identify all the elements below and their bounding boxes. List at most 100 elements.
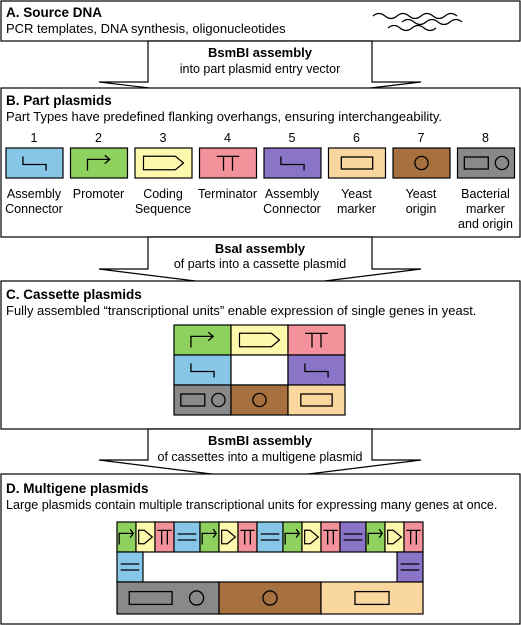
part-label-line: Terminator (198, 187, 257, 201)
coding-sequence-arrow-icon (142, 155, 185, 171)
part-5-block-tile (263, 147, 322, 179)
section-d-multigene-plasmids: D. Multigene plasmids Large plasmids con… (0, 473, 521, 625)
multigene-promoter-9 (282, 521, 303, 553)
multigene-yeast-origin-tile (218, 581, 322, 615)
multigene-connector-12 (339, 521, 367, 553)
part-3-block (134, 147, 193, 179)
origin-circle-icon (494, 155, 510, 171)
origin-circle-icon (414, 155, 429, 171)
multigene-promoter-1-tile (116, 521, 137, 553)
multigene-terminator-15-tile (403, 521, 424, 553)
connector-icon (343, 533, 363, 541)
coding-sequence-arrow-icon (304, 529, 320, 545)
part-label-line: marker (466, 202, 505, 216)
multigene-connector-4-tile (173, 521, 201, 553)
multigene-bacterial-marker-origin-tile (116, 581, 220, 615)
cassette-connector-1-tile (173, 354, 232, 386)
promoter-arrow-icon (118, 532, 133, 545)
multigene-promoter-9-tile (282, 521, 303, 553)
cassette-yeast-marker-tile (287, 384, 346, 416)
part-label-line: and origin (458, 217, 513, 231)
multigene-terminator-7 (237, 521, 258, 553)
cassette-connector-1 (173, 354, 232, 386)
connector-icon (22, 156, 47, 171)
part-5-block (263, 147, 322, 179)
part-label-line: Coding (143, 187, 183, 201)
origin-circle-icon (211, 392, 226, 408)
arrow-3-title: BsmBI assembly (208, 433, 313, 448)
section-a-subtitle: PCR templates, DNA synthesis, oligonucle… (6, 21, 286, 36)
multigene-promoter-13-tile (365, 521, 386, 553)
part-number: 1 (31, 131, 38, 145)
coding-sequence-arrow-icon (138, 529, 154, 545)
part-7-block-tile (392, 147, 451, 179)
part-label-line: Assembly (265, 187, 320, 201)
part-2-block (69, 147, 129, 179)
section-c-title: C. Cassette plasmids (6, 287, 142, 302)
multigene-plasmid-grid (116, 521, 424, 615)
multigene-promoter-1 (116, 521, 137, 553)
part-number: 8 (482, 131, 489, 145)
promoter-arrowhead-icon (212, 528, 218, 538)
connector-icon (177, 533, 197, 541)
arrow-1-subtitle: into part plasmid entry vector (180, 62, 341, 76)
part-4-block (198, 147, 258, 179)
multigene-terminator-15 (403, 521, 424, 553)
dna-strands-icon (372, 12, 463, 32)
promoter-arrow-icon (284, 532, 299, 545)
origin-circle-icon (252, 392, 267, 408)
marker-rectangle-icon (463, 156, 489, 170)
part-number: 6 (353, 131, 360, 145)
part-label-line: Yeast (406, 187, 437, 201)
section-a-box (0, 0, 521, 42)
parts-row: 1AssemblyConnector2Promoter3CodingSequen… (5, 131, 516, 231)
promoter-arrowhead-icon (295, 528, 301, 538)
terminator-icon (406, 529, 421, 545)
multigene-connector-8-tile (256, 521, 284, 553)
terminator-icon (305, 332, 328, 348)
part-1-block (5, 147, 64, 179)
multigene-cds-6 (218, 521, 239, 553)
multigene-promoter-13 (365, 521, 386, 553)
part-label-line: Sequence (135, 202, 191, 216)
multigene-terminator-11 (320, 521, 341, 553)
multigene-promoter-5 (199, 521, 220, 553)
coding-sequence-arrow-icon (387, 529, 403, 545)
multigene-promoter-5-tile (199, 521, 220, 553)
marker-rectangle-icon (354, 590, 390, 606)
multigene-right-connector-tile (396, 551, 424, 583)
multigene-connector-8 (256, 521, 284, 553)
cassette-bacterial-marker-origin (173, 384, 232, 416)
cassette-connector-5 (287, 354, 346, 386)
cassette-coding-sequence (230, 324, 289, 356)
section-b-title: B. Part plasmids (6, 93, 112, 108)
cassette-terminator-tile (287, 324, 346, 356)
multigene-connector-12-tile (339, 521, 367, 553)
arrow-2-subtitle: of parts into a cassette plasmid (174, 257, 346, 271)
multigene-cds-14 (384, 521, 405, 553)
multigene-left-connector-tile (116, 551, 144, 583)
part-1-block-tile (5, 147, 64, 179)
promoter-arrow-icon (201, 532, 216, 545)
coding-sequence-arrow-icon (238, 332, 281, 348)
section-d-subtitle: Large plasmids contain multiple transcri… (6, 498, 497, 512)
cassette-bacterial-marker-origin-tile (173, 384, 232, 416)
down-arrow-shape (98, 236, 422, 290)
multigene-terminator-3-tile (154, 521, 175, 553)
cassette-yeast-origin (230, 384, 289, 416)
part-4-block-tile (198, 147, 258, 179)
multigene-yeast-marker-tile (320, 581, 424, 615)
part-6-block-tile (327, 147, 387, 179)
origin-circle-icon (262, 590, 278, 606)
part-number: 3 (160, 131, 167, 145)
arrow-1-title: BsmBI assembly (208, 45, 313, 60)
cassette-connector-5-tile (287, 354, 346, 386)
